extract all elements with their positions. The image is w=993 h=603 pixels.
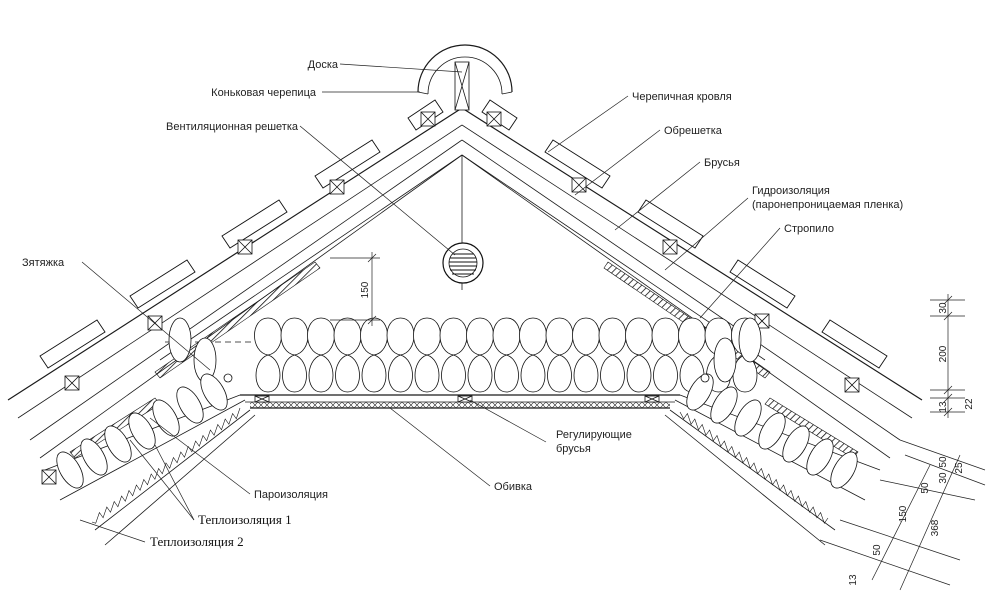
- insulation-zigzag: [91, 407, 241, 524]
- insulation-loop: [625, 317, 653, 393]
- insulation-loop: [738, 317, 762, 363]
- insulation-loop: [168, 317, 192, 363]
- ventilation-grille: [442, 242, 484, 284]
- dim-30-b: 30: [938, 472, 949, 484]
- dim-22: 22: [964, 398, 975, 410]
- insulation-loop: [128, 412, 156, 450]
- label-tie: Зятяжка: [22, 257, 65, 269]
- insulation-loop: [734, 399, 762, 437]
- insulation-loop: [830, 451, 858, 489]
- dim-25: 25: [954, 462, 965, 474]
- label-adjusting-beams-1: Регулирующие: [556, 429, 632, 441]
- insulation-loop: [360, 317, 388, 393]
- insulation-loop: [806, 438, 834, 476]
- insulation-loop: [307, 317, 335, 393]
- insulation-loop: [466, 317, 494, 393]
- insulation-slopes: [56, 373, 858, 524]
- insulation-loop: [386, 317, 415, 393]
- insulation-zigzag: [679, 411, 829, 524]
- insulation-loop: [56, 451, 84, 489]
- insulation-loop: [519, 317, 547, 393]
- dimension-top-150: 150: [330, 252, 380, 326]
- insulation-top-row: [168, 317, 762, 393]
- insulation-loop: [710, 386, 738, 424]
- insulation-loop: [413, 317, 441, 393]
- insulation-loop: [152, 399, 180, 437]
- dim-368: 368: [930, 519, 941, 536]
- insulation-loop: [545, 317, 574, 393]
- insulation-loop: [333, 317, 362, 393]
- dim-13: 13: [938, 401, 949, 413]
- insulation-loop: [104, 425, 132, 463]
- tiles-left: [39, 99, 444, 369]
- ridge-cap: [417, 44, 513, 111]
- label-insulation-2: Теплоизоляция 2: [150, 534, 244, 549]
- label-waterproofing-2: (паронепроницаемая пленка): [752, 199, 903, 211]
- leader-lines: [79, 63, 781, 543]
- label-ridge-tile: Коньковая черепица: [211, 87, 317, 99]
- dim-150-top: 150: [360, 281, 371, 298]
- insulation-loop: [176, 386, 204, 424]
- label-battens: Обрешетка: [664, 125, 723, 137]
- insulation-loop: [713, 337, 737, 383]
- battens-right: [486, 111, 860, 393]
- label-board: Доска: [308, 59, 339, 71]
- label-vent-grille: Вентиляционная решетка: [166, 121, 299, 133]
- insulation-loop: [439, 317, 468, 393]
- label-lining: Обивка: [494, 481, 533, 493]
- insulation-loop: [598, 317, 627, 393]
- label-rafter: Стропило: [784, 223, 834, 235]
- insulation-loop: [758, 412, 786, 450]
- dim-50-c: 50: [872, 544, 883, 556]
- dim-50-b: 50: [920, 482, 931, 494]
- dimensions-right-slope: 50 30 25 50 150 368 50 13: [819, 439, 986, 591]
- insulation-loop: [254, 317, 282, 393]
- battens-left: [41, 111, 436, 485]
- dim-13-b: 13: [848, 574, 859, 586]
- dim-30-top: 30: [938, 302, 949, 314]
- insulation-loop: [200, 373, 228, 411]
- dimensions-right-vertical: 30 200 13 22: [930, 294, 975, 418]
- insulation-loop: [782, 425, 810, 463]
- insulation-loop: [651, 317, 680, 393]
- dim-200: 200: [938, 345, 949, 362]
- label-beams: Брусья: [704, 157, 740, 169]
- insulation-loop: [572, 317, 600, 393]
- insulation-loop: [80, 438, 108, 476]
- label-waterproofing-1: Гидроизоляция: [752, 185, 830, 197]
- label-insulation-1: Теплоизоляция 1: [198, 512, 292, 527]
- insulation-loop: [492, 317, 521, 393]
- insulation-loop: [686, 373, 714, 411]
- label-tile-roof: Черепичная кровля: [632, 91, 732, 103]
- adjusting-beams-markers: [254, 395, 660, 403]
- tie-circles: [223, 373, 710, 383]
- label-vapor-barrier: Пароизоляция: [254, 489, 328, 501]
- dim-50-a: 50: [938, 456, 949, 468]
- insulation-loop: [280, 317, 309, 393]
- tiles-right: [481, 99, 888, 369]
- dim-150: 150: [898, 505, 909, 522]
- label-adjusting-beams-2: брусья: [556, 443, 591, 455]
